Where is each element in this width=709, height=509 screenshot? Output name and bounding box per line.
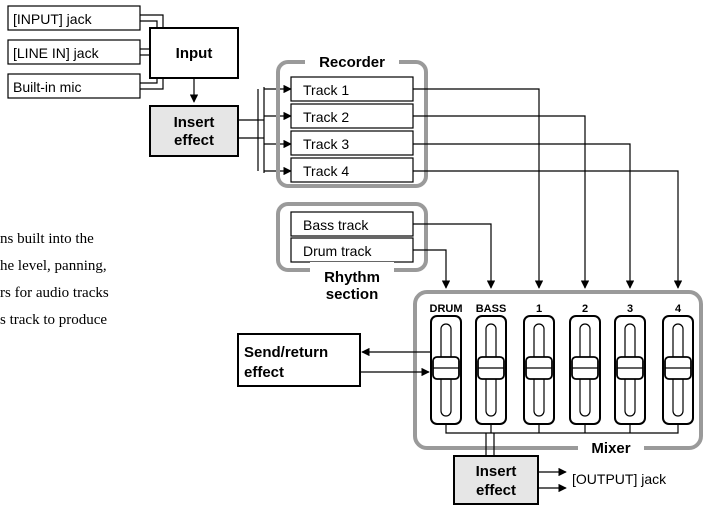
- insert-effect-label-line1: Insert: [174, 114, 215, 131]
- recorder-tracks: Track 1 Track 2 Track 3 Track 4: [290, 76, 414, 183]
- send-return-effect-box: [237, 333, 361, 387]
- channel-label-bass: BASS: [476, 303, 507, 315]
- send-return-label-line1: Send/return: [244, 344, 328, 361]
- rhythm-title-line1: Rhythm: [324, 269, 380, 286]
- fader-bass[interactable]: [475, 315, 507, 425]
- fader-drum[interactable]: [430, 315, 462, 425]
- channel-label-1: 1: [536, 303, 542, 315]
- bass-track-label: Bass track: [303, 217, 369, 233]
- side-text-line-2: he level, panning,: [0, 258, 107, 274]
- side-text-line-4: s track to produce: [0, 312, 107, 328]
- input-jack-box: [7, 5, 141, 31]
- track-4-box: [290, 157, 414, 183]
- track-2-box: [290, 103, 414, 129]
- track-to-mixer-lines: [413, 88, 683, 289]
- output-jack-label: [OUTPUT] jack: [572, 471, 667, 487]
- insert-effect-box: [149, 105, 239, 157]
- track-4-label: Track 4: [303, 163, 349, 179]
- fader-2[interactable]: [569, 315, 601, 425]
- track-1-label: Track 1: [303, 82, 349, 98]
- rhythm-title-line2: section: [326, 286, 379, 303]
- builtin-mic-box: [7, 73, 141, 99]
- channel-label-4: 4: [675, 303, 682, 315]
- track-3-label: Track 3: [303, 136, 349, 152]
- output-insert-label-line2: effect: [476, 482, 516, 499]
- insert-effect-label-line2: effect: [174, 132, 214, 149]
- source-inputs: [INPUT] jack [LINE IN] jack Built-in mic: [7, 5, 141, 99]
- mixer-bus-lines: [445, 424, 679, 434]
- mixer-channel-labels: DRUM BASS 1 2 3 4: [430, 303, 682, 315]
- side-text-line-1: ns built into the: [0, 231, 94, 247]
- drum-track-label: Drum track: [303, 243, 372, 259]
- mixer-to-output-insert: [485, 433, 495, 456]
- channel-label-2: 2: [582, 303, 588, 315]
- builtin-mic-label: Built-in mic: [13, 79, 81, 95]
- output-insert-effect-box: [453, 455, 539, 505]
- track-2-label: Track 2: [303, 109, 349, 125]
- send-return-label-line2: effect: [244, 364, 284, 381]
- fader-1[interactable]: [523, 315, 555, 425]
- rhythm-to-mixer-lines: [413, 223, 496, 289]
- fader-4[interactable]: [662, 315, 694, 425]
- fader-3[interactable]: [614, 315, 646, 425]
- channel-label-3: 3: [627, 303, 633, 315]
- line-in-jack-box: [7, 39, 141, 65]
- mixer-group: [413, 290, 703, 450]
- insert-to-track-connectors: [238, 87, 265, 173]
- recorder-title: Recorder: [319, 54, 385, 71]
- rhythm-title-bg: [310, 262, 394, 304]
- bass-track-box: [290, 211, 414, 237]
- track-3-box: [290, 130, 414, 156]
- track-1-box: [290, 76, 414, 102]
- output-insert-label-line1: Insert: [476, 463, 517, 480]
- line-in-jack-label: [LINE IN] jack: [13, 45, 100, 61]
- drum-track-box: [290, 237, 414, 263]
- side-text-line-3: rs for audio tracks: [0, 285, 109, 301]
- recorder-title-bg: [305, 52, 399, 72]
- input-jack-label: [INPUT] jack: [13, 11, 93, 27]
- channel-label-drum: DRUM: [430, 303, 463, 315]
- mixer-title: Mixer: [591, 440, 630, 457]
- mixer-title-bg: [578, 438, 644, 458]
- input-label: Input: [176, 45, 213, 62]
